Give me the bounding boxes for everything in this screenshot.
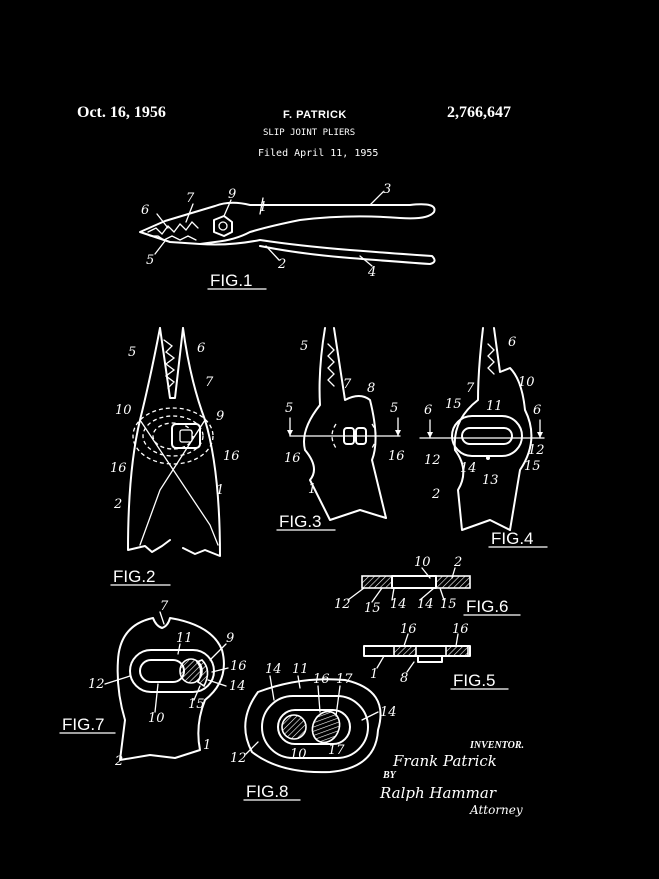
inventor-name: F. PATRICK: [283, 109, 347, 121]
label-14b: 14: [417, 597, 434, 612]
label-6: 6: [197, 341, 205, 356]
label-2: 2: [277, 257, 286, 272]
label-16: 16: [110, 461, 127, 476]
figure-3-jaw-section: 5 7 8 5 5 16 16 1 FIG.3: [276, 327, 405, 531]
label-14: 14: [390, 597, 407, 612]
filing-date: Filed April 11, 1955: [258, 148, 379, 159]
patent-title: SLIP JOINT PLIERS: [263, 128, 356, 138]
label-10: 10: [290, 747, 307, 762]
label-12b: 12: [528, 443, 545, 458]
figure-6-label: FIG.6: [466, 597, 509, 616]
figure-5-plate-section: 16 16 1 8 FIG.5: [363, 622, 509, 690]
label-15: 15: [445, 397, 462, 412]
label-12: 12: [424, 453, 441, 468]
figure-5-label: FIG.5: [453, 671, 496, 690]
label-12: 12: [88, 677, 105, 692]
label-9: 9: [228, 187, 236, 202]
label-3: 3: [383, 182, 391, 197]
label-16b: 16: [388, 449, 405, 464]
label-7: 7: [160, 599, 169, 614]
attorney-signature: Ralph Hammar: [379, 784, 497, 802]
figure-2-label: FIG.2: [113, 567, 156, 586]
label-15b: 15: [524, 459, 541, 474]
label-2: 2: [431, 487, 440, 502]
label-10: 10: [115, 403, 132, 418]
by-label: BY: [382, 770, 397, 781]
figure-3-label: FIG.3: [279, 512, 322, 531]
label-16: 16: [400, 622, 417, 637]
label-1: 1: [203, 738, 211, 753]
label-6b: 6: [424, 403, 432, 418]
label-16: 16: [230, 659, 247, 674]
label-13: 13: [482, 473, 499, 488]
patent-number: 2,766,647: [447, 104, 511, 121]
label-16: 16: [284, 451, 301, 466]
label-7: 7: [205, 375, 214, 390]
figure-1-label: FIG.1: [210, 271, 253, 290]
label-5: 5: [300, 339, 308, 354]
figure-1-pliers-side-view: 6 7 9 1 3 5 2 4 FIG.1: [139, 182, 436, 290]
label-5: 5: [128, 345, 136, 360]
label-5b: 5: [285, 401, 293, 416]
figure-4-jaw-section-washer: 6 7 10 15 11 6 6 12 12 14 13 15 2 FIG.4: [419, 327, 548, 548]
label-14: 14: [265, 662, 282, 677]
label-16b: 16: [223, 449, 240, 464]
figure-7-label: FIG.7: [62, 715, 105, 734]
label-11: 11: [176, 631, 193, 646]
label-10: 10: [414, 555, 431, 570]
label-17b: 17: [328, 743, 345, 758]
label-1: 1: [308, 482, 316, 497]
figure-6-washer-section: 10 2 12 15 14 14 15 FIG.6: [334, 555, 521, 616]
label-12: 12: [334, 597, 351, 612]
label-10: 10: [518, 375, 535, 390]
label-9: 9: [226, 631, 234, 646]
label-8: 8: [367, 381, 375, 396]
label-10: 10: [148, 711, 165, 726]
attorney-label: Attorney: [469, 803, 523, 817]
label-6: 6: [508, 335, 516, 350]
label-2: 2: [113, 497, 122, 512]
signature-block: INVENTOR. Frank Patrick BY Ralph Hammar …: [379, 740, 524, 817]
label-2: 2: [453, 555, 462, 570]
label-7: 7: [186, 191, 195, 206]
label-11: 11: [292, 662, 309, 677]
label-7: 7: [466, 381, 475, 396]
label-4: 4: [367, 265, 376, 280]
label-16b: 16: [452, 622, 469, 637]
label-17: 17: [336, 672, 353, 687]
label-1: 1: [216, 483, 224, 498]
label-9: 9: [216, 409, 224, 424]
label-11: 11: [486, 399, 503, 414]
figure-7-jaw-with-washer: 7 11 9 16 14 15 12 10 2 1 FIG.7: [59, 599, 247, 769]
label-1: 1: [259, 200, 267, 215]
figure-8-label: FIG.8: [246, 782, 289, 801]
figure-8-washer-detail: 14 11 16 17 14 12 10 17 FIG.8: [230, 662, 397, 801]
label-7: 7: [343, 377, 352, 392]
label-8: 8: [400, 671, 408, 686]
label-15: 15: [364, 601, 381, 616]
label-5c: 5: [390, 401, 398, 416]
label-2: 2: [114, 754, 123, 769]
label-6: 6: [141, 203, 149, 218]
label-15: 15: [188, 697, 205, 712]
label-5: 5: [146, 253, 154, 268]
patent-date: Oct. 16, 1956: [77, 104, 166, 121]
label-12: 12: [230, 751, 247, 766]
label-14b: 14: [380, 705, 397, 720]
figure-4-label: FIG.4: [491, 529, 534, 548]
label-15b: 15: [440, 597, 457, 612]
label-14: 14: [460, 461, 477, 476]
label-1: 1: [370, 667, 378, 682]
inventor-label: INVENTOR.: [469, 740, 524, 751]
label-14: 14: [229, 679, 246, 694]
label-16: 16: [313, 672, 330, 687]
label-6c: 6: [533, 403, 541, 418]
figure-2-jaw-front-view: 5 6 7 10 9 16 16 2 1 FIG.2: [110, 327, 240, 586]
inventor-signature: Frank Patrick: [392, 752, 497, 770]
